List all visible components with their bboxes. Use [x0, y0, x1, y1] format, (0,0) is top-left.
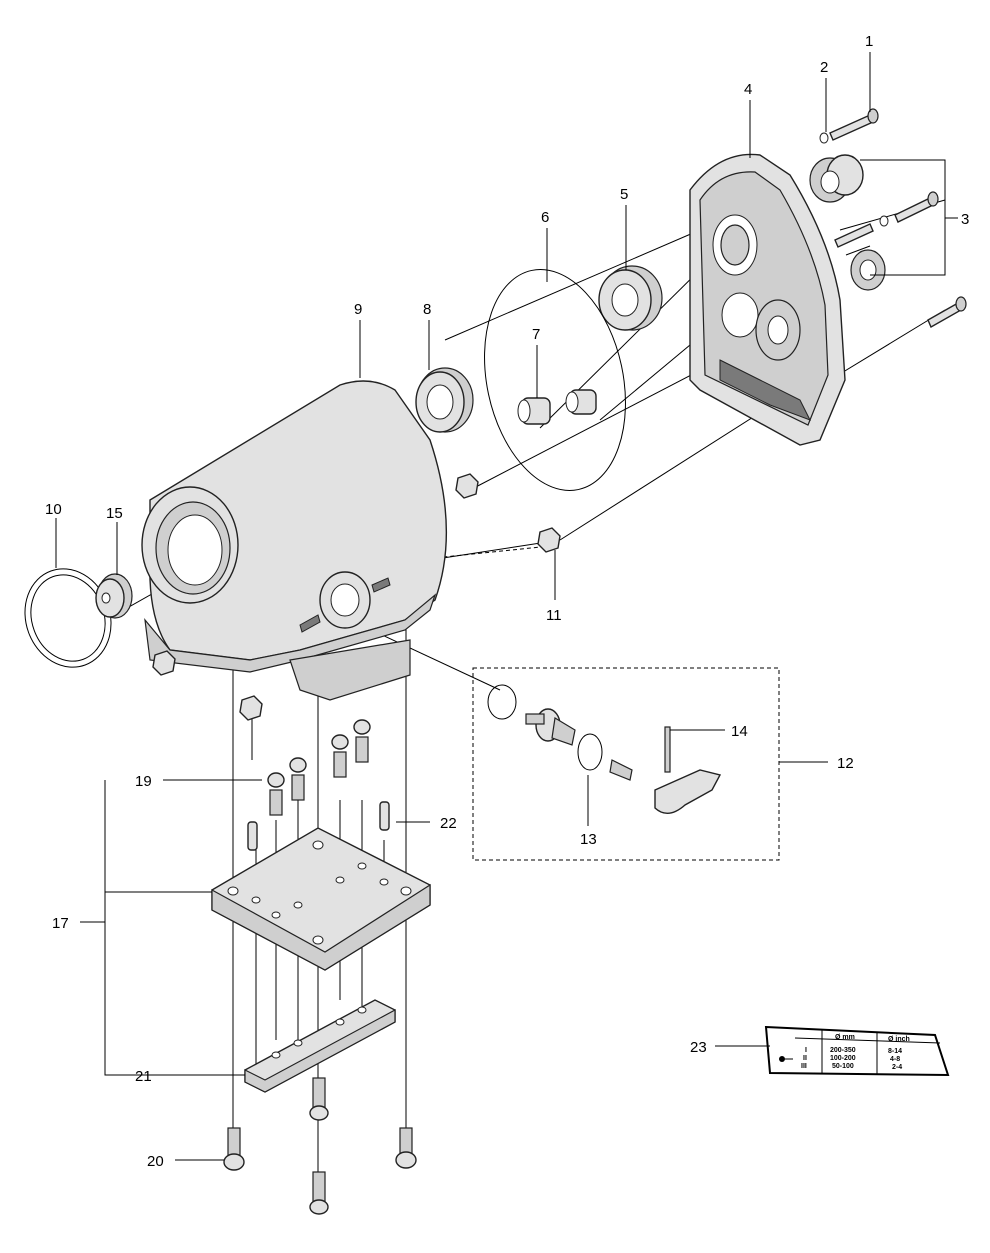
decal-inch: 4-8: [890, 1056, 900, 1063]
main-housing: [141, 380, 448, 701]
dowel-pins: [247, 801, 390, 851]
decal-mm: 200-350: [830, 1047, 856, 1054]
decal-inch: 2-4: [892, 1064, 902, 1071]
callout-21: 21: [135, 1068, 152, 1085]
ball-bearing: [598, 265, 663, 331]
callout-labels: 1 2 3 4 5 6 7 8 9 10 11 12 13 14 15 17 1…: [45, 33, 969, 1170]
decal-level: II: [803, 1055, 807, 1062]
selector-parts: [487, 684, 722, 814]
decal-inch: 8-14: [888, 1048, 902, 1055]
callout-3: 3: [961, 211, 969, 228]
callout-13: 13: [580, 831, 597, 848]
callout-leaders: [55, 52, 958, 1161]
speed-decal: Ø mm Ø inch I 200-350 8-14 II 100-200 4-…: [764, 1025, 950, 1077]
seal-set: [809, 154, 886, 291]
retaining-ring: [24, 568, 112, 668]
clamp-bar: [244, 999, 396, 1093]
callout-20: 20: [147, 1153, 164, 1170]
housing-screws: [819, 108, 967, 328]
callout-10: 10: [45, 501, 62, 518]
needle-bearings: [517, 389, 597, 425]
selector-assembly-box: [472, 667, 780, 861]
decal-header-inch: Ø inch: [888, 1036, 910, 1043]
hex-nuts: [152, 473, 561, 721]
decal-mm: 100-200: [830, 1055, 856, 1062]
callout-4: 4: [744, 81, 752, 98]
base-plate: [211, 827, 431, 971]
bottom-screws: [223, 1077, 417, 1215]
callout-17: 17: [52, 915, 69, 932]
callout-12: 12: [837, 755, 854, 772]
callout-2: 2: [820, 59, 828, 76]
callout-8: 8: [423, 301, 431, 318]
callout-15: 15: [106, 505, 123, 522]
callout-7: 7: [532, 326, 540, 343]
decal-header-mm: Ø mm: [835, 1034, 855, 1041]
callout-14: 14: [731, 723, 748, 740]
key-icon: [779, 1056, 785, 1062]
gearbox-housing: [689, 153, 846, 446]
callout-6: 6: [541, 209, 549, 226]
shaft-seal: [415, 367, 474, 433]
decal-level: I: [805, 1047, 807, 1054]
callout-19: 19: [135, 773, 152, 790]
decal-mm: 50-100: [832, 1063, 854, 1070]
callout-1: 1: [865, 33, 873, 50]
o-ring: [484, 269, 626, 491]
callout-5: 5: [620, 186, 628, 203]
callout-23: 23: [690, 1039, 707, 1056]
socket-head-screws: [267, 719, 371, 816]
plug: [95, 573, 133, 619]
callout-22: 22: [440, 815, 457, 832]
callout-9: 9: [354, 301, 362, 318]
decal-level: III: [801, 1063, 807, 1070]
callout-11: 11: [546, 607, 562, 624]
